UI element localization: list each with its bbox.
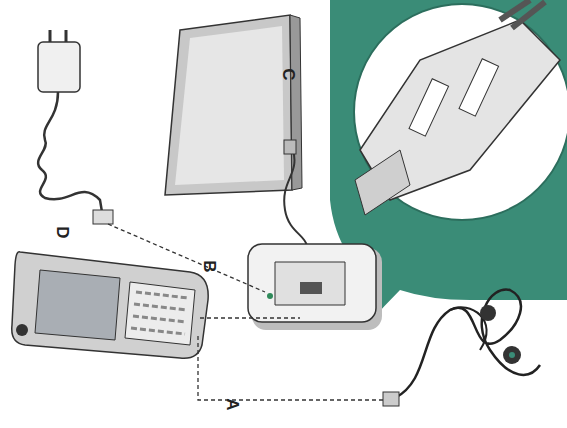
laptop-surface <box>175 26 284 185</box>
callout-letter: A <box>224 398 241 410</box>
laptop-edge <box>290 15 302 190</box>
pda-device <box>12 252 208 358</box>
zoom-circle <box>354 4 567 220</box>
earpiece <box>503 346 521 364</box>
closeup-cable <box>500 0 545 28</box>
callout-letter: B <box>201 260 218 272</box>
earpiece-mark <box>509 352 515 358</box>
cradle <box>248 244 382 330</box>
headset-cable <box>395 290 540 398</box>
pda-button <box>16 324 28 336</box>
guide-line <box>198 335 383 400</box>
adapter-prongs <box>50 30 66 42</box>
closeup-base <box>355 150 410 215</box>
guide-line <box>108 224 265 292</box>
guide-line <box>200 317 300 318</box>
cradle-led <box>267 293 273 299</box>
power-plug <box>93 210 113 224</box>
earpiece <box>480 305 496 321</box>
pda-body <box>12 252 208 358</box>
adapter-body <box>38 42 80 92</box>
callout-letter: C <box>280 68 297 80</box>
headset <box>383 290 540 406</box>
connector-slot <box>459 59 499 116</box>
callout-letter: D <box>54 226 71 238</box>
power-cord <box>38 92 102 212</box>
pda-keys <box>131 292 188 334</box>
power-adapter <box>38 30 113 224</box>
guide-lines <box>108 224 383 400</box>
cradle-body <box>248 244 376 322</box>
connector-slot <box>409 79 449 136</box>
pda-keypad <box>125 282 195 345</box>
headset-plug <box>383 392 399 406</box>
cradle-slot <box>275 262 345 305</box>
usb-plug <box>284 140 296 154</box>
laptop-lid <box>165 15 292 195</box>
cradle-connector <box>300 282 322 294</box>
pda-screen <box>35 270 120 340</box>
laptop <box>165 15 307 262</box>
